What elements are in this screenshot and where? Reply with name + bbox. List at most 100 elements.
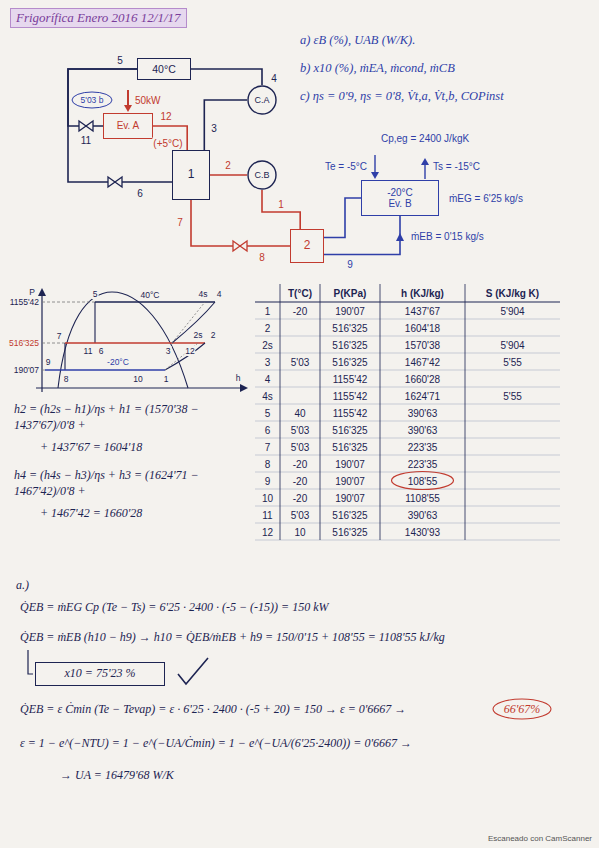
table-grid <box>280 284 465 540</box>
table-cell: 390'63 <box>408 509 438 520</box>
table-cell: 40 <box>294 407 305 418</box>
equation-text: + 1437'67 = 1604'18 <box>40 440 250 456</box>
state-number: (+5°C) <box>152 138 183 149</box>
flow-annotation: ṁEB = 0'15 kg/s <box>410 231 485 242</box>
table-header: S (KJ/kg K) <box>486 288 539 299</box>
table-cell: 108'55 <box>408 475 438 486</box>
chart-label: 3 <box>165 346 172 356</box>
expansion-valve <box>233 241 247 251</box>
table-cell: 2 <box>265 322 271 333</box>
node-text: -20°C <box>387 187 413 199</box>
isentropic-line <box>165 302 205 370</box>
table-cell: 516'325 <box>332 509 367 520</box>
node-text: Ev. B <box>388 198 411 210</box>
guide-line <box>42 302 95 370</box>
evaporator-box: Ev. A <box>103 113 153 139</box>
intermediate-line <box>65 342 205 343</box>
state-number: 3 <box>210 123 218 134</box>
table-cell: 5'03 <box>291 356 310 367</box>
state-number: 1 <box>277 199 285 210</box>
state-number: 4 <box>270 73 278 84</box>
state-number: 2 <box>224 160 232 171</box>
table-cell: 5'03 <box>291 424 310 435</box>
table-cell: 516'325 <box>332 441 367 452</box>
evaporating-line <box>45 369 165 370</box>
table-cell: 390'63 <box>408 407 438 418</box>
pen-circle <box>72 92 112 108</box>
equation-text: → UA = 16479'68 W/K <box>60 768 560 784</box>
chart-label: 190'07 <box>13 365 40 375</box>
table-cell: 190'07 <box>335 458 365 469</box>
table-cell: 10 <box>294 526 305 537</box>
table-cell: 1604'18 <box>405 322 440 333</box>
watermark: Escaneado con CamScanner <box>488 834 592 843</box>
table-cell: -20 <box>293 458 307 469</box>
expansion-valve <box>79 121 93 131</box>
node-text: Ev. A <box>117 120 140 132</box>
h-axis <box>36 387 242 388</box>
compressor-outline <box>248 161 276 189</box>
table-cell: 1155'42 <box>333 373 368 384</box>
flow-annotation: Ts = -15°C <box>432 161 481 172</box>
node-text: C.B <box>254 170 269 180</box>
table-header: P(KPa) <box>334 288 367 299</box>
condenser-box: 40°C <box>137 58 191 80</box>
expansion-valve <box>108 177 122 187</box>
equation-text: h4 = (h4s − h3)/ηs + h3 = (1624'71 − 146… <box>14 468 250 499</box>
node-text: x10 = 75'23 % <box>65 667 136 681</box>
table-cell: 190'07 <box>335 492 365 503</box>
table-cell: 1430'93 <box>405 526 440 537</box>
table-cell: -20 <box>293 475 307 486</box>
saturation-dome <box>58 292 188 388</box>
chart-label: 8 <box>63 374 70 384</box>
flow-annotation: Cp,eg = 2400 J/kgK <box>380 133 470 144</box>
equation-text: Q̇EB = ṁEB (h10 − h9) → h10 = Q̇EB/ṁEB +… <box>20 630 585 646</box>
table-cell: 5'55 <box>503 390 522 401</box>
equation-text: a.) <box>16 578 29 594</box>
pipe-line <box>204 100 247 150</box>
compressor-circle: C.B <box>247 160 277 190</box>
pen-circle <box>493 699 551 719</box>
table-cell: 516'325 <box>332 322 367 333</box>
table-cell: 3 <box>265 356 271 367</box>
question-text: a) εB (%), UAB (W/K). <box>300 33 415 48</box>
heat-arrow-head <box>124 105 132 112</box>
chart-label: 5 <box>92 289 99 299</box>
flow-annotation: Te = -5°C <box>324 161 368 172</box>
chart-label: P <box>28 287 36 297</box>
pipe-line <box>191 200 290 246</box>
table-cell: 5'03 <box>291 509 310 520</box>
table-cell: 223'35 <box>408 458 438 469</box>
page-title: Frigorífica Enero 2016 12/1/17 <box>10 8 187 28</box>
pen-circle <box>392 472 454 490</box>
state-number: 5 <box>116 55 124 66</box>
condensing-line <box>95 301 215 302</box>
table-cell: -20 <box>293 492 307 503</box>
flow-arrow <box>424 164 425 179</box>
state-number: 8 <box>258 252 266 263</box>
table-cell: 223'35 <box>408 441 438 452</box>
table-cell: 1467'42 <box>405 356 440 367</box>
state-number: 50kW <box>134 95 162 106</box>
pipe-line <box>324 198 361 238</box>
question-text: b) x10 (%), ṁEA, ṁcond, ṁCB <box>300 61 455 76</box>
flow-annotation: 9 <box>346 259 354 270</box>
chart-label: 7 <box>56 331 63 341</box>
table-cell: 1624'71 <box>405 390 440 401</box>
state-number: 11 <box>80 135 92 146</box>
table-cell: 516'325 <box>332 339 367 350</box>
flow-arrow <box>374 155 375 172</box>
table-cell: 4s <box>262 390 273 401</box>
compression-line <box>165 302 215 370</box>
check-mark <box>178 658 208 684</box>
pipe-line <box>191 69 262 85</box>
table-cell: 5'03 <box>291 441 310 452</box>
pen-note: 5'03 b <box>80 95 105 105</box>
table-cell: 4 <box>265 373 271 384</box>
table-cell: 9 <box>265 475 271 486</box>
equation-text: ε = 1 − e^(−NTU) = 1 − e^(−UA/Ċmin) = 1 … <box>20 736 585 752</box>
chart-label: 4 <box>216 289 223 299</box>
table-cell: 1437'67 <box>405 305 440 316</box>
chart-label: h <box>235 373 242 383</box>
table-cell: 6 <box>265 424 271 435</box>
